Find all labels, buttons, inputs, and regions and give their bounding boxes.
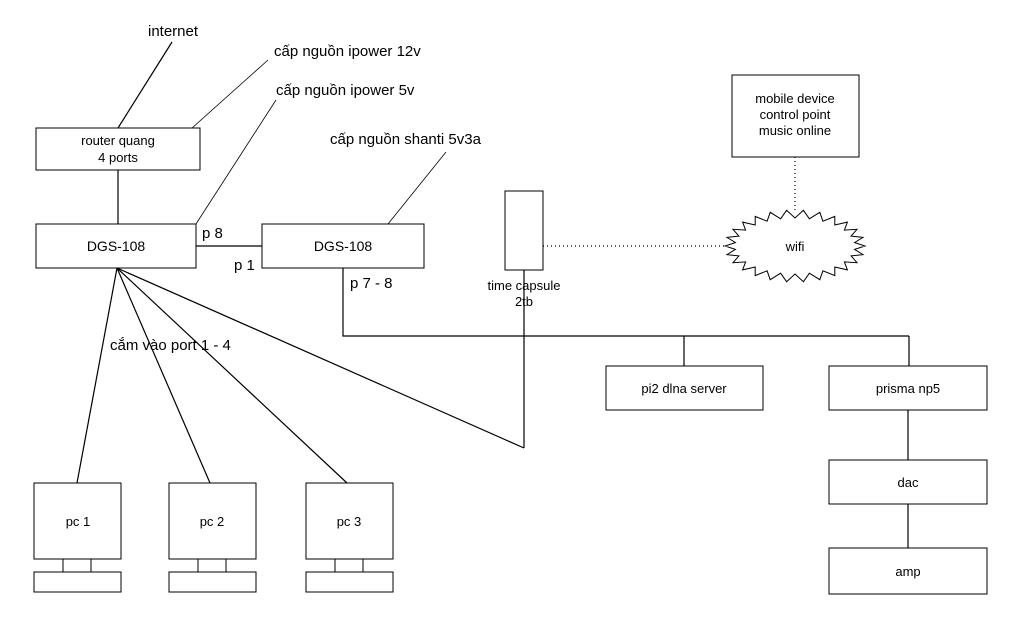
pc1-stand xyxy=(62,558,92,573)
pc2-base xyxy=(168,571,257,593)
prisma-label: prisma np5 xyxy=(876,381,940,396)
prisma-box xyxy=(828,365,988,411)
link-pc3 xyxy=(116,267,348,484)
time-capsule-box xyxy=(504,190,544,271)
pi2-label: pi2 dlna server xyxy=(641,381,727,396)
ports-1-4-label: cắm vào port 1 - 4 xyxy=(110,337,231,354)
pc3: pc 3 xyxy=(305,482,394,593)
switch-left-label: DGS-108 xyxy=(87,238,146,254)
router-label-line2: 4 ports xyxy=(98,150,138,165)
mobile-label-line1: mobile device xyxy=(755,91,835,106)
time-capsule-label-line1: time capsule xyxy=(488,278,561,293)
pc3-label: pc 3 xyxy=(337,514,362,529)
pc2-label: pc 2 xyxy=(200,514,225,529)
pc2: pc 2 xyxy=(168,482,257,593)
pc2-monitor xyxy=(168,482,257,560)
power-shanti-lead xyxy=(387,151,447,225)
switch-left-box xyxy=(35,223,197,269)
port-7-8-label: p 7 - 8 xyxy=(350,275,393,292)
mobile-device-box xyxy=(731,74,860,158)
link-time-capsule xyxy=(116,267,525,449)
switch-right-label: DGS-108 xyxy=(314,238,373,254)
router-label-line1: router quang xyxy=(81,133,155,148)
dac-label: dac xyxy=(898,475,919,490)
mobile-label-line3: music online xyxy=(759,123,831,138)
wifi-burst xyxy=(723,209,867,283)
power-5v-lead xyxy=(195,99,277,225)
link-pc2 xyxy=(116,267,211,484)
wifi-label: wifi xyxy=(785,239,805,254)
internet-label: internet xyxy=(148,23,199,40)
pi2-box xyxy=(605,365,764,411)
pc2-stand xyxy=(197,558,227,573)
pc1: pc 1 xyxy=(33,482,122,593)
internet-link xyxy=(117,41,173,129)
pc1-base xyxy=(33,571,122,593)
amp-label: amp xyxy=(895,564,920,579)
router-box xyxy=(35,127,201,171)
power-12v-lead xyxy=(191,59,269,129)
time-capsule-label-line2: 2tb xyxy=(515,294,533,309)
pc3-stand xyxy=(334,558,364,573)
mobile-label-line2: control point xyxy=(760,107,831,122)
port-8-label: p 8 xyxy=(202,225,223,242)
pc3-base xyxy=(305,571,394,593)
power-5v-label: cấp nguồn ipower 5v xyxy=(276,82,415,99)
power-12v-label: cấp nguồn ipower 12v xyxy=(274,43,421,60)
power-shanti-label: cấp nguồn shanti 5v3a xyxy=(330,131,482,148)
port-1-label: p 1 xyxy=(234,257,255,274)
pc1-monitor xyxy=(33,482,122,560)
link-pc1 xyxy=(76,267,118,484)
dac-box xyxy=(828,459,988,505)
amp-box xyxy=(828,547,988,595)
pc3-monitor xyxy=(305,482,394,560)
bus-line xyxy=(342,268,909,337)
pc1-label: pc 1 xyxy=(66,514,91,529)
